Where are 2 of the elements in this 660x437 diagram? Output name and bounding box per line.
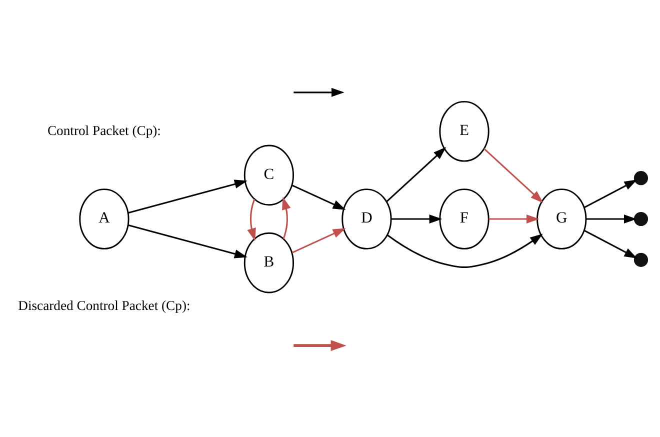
legend-label: Discarded Control Packet (Cp):: [18, 298, 190, 313]
legend-label: Control Packet (Cp):: [47, 122, 161, 138]
